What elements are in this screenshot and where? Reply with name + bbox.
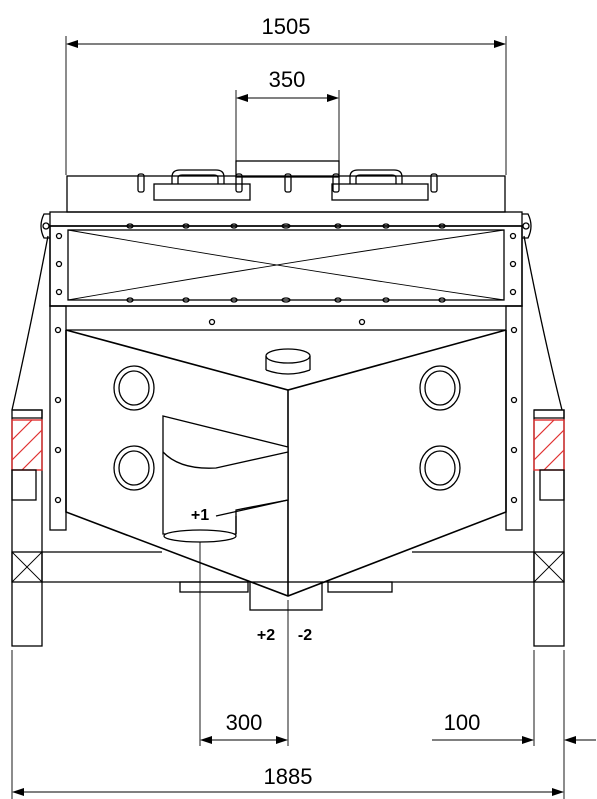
left-post <box>11 409 43 647</box>
upper-frame <box>40 211 532 307</box>
side-guards <box>11 235 563 411</box>
outlet-chute <box>162 415 289 543</box>
dimension-300: 300 <box>199 542 289 746</box>
hopper-body <box>49 305 523 597</box>
side-ports <box>113 365 461 491</box>
top-lid <box>66 160 506 213</box>
level-label-plus-two: +2 <box>257 627 275 644</box>
dimension-1505-label: 1505 <box>262 14 311 39</box>
dimension-300-label: 300 <box>226 710 263 735</box>
bolt-holes-top <box>55 223 517 303</box>
dimension-350-label: 350 <box>269 67 306 92</box>
dimension-350: 350 <box>235 67 340 162</box>
dimension-1885: 1885 <box>11 650 565 799</box>
level-label-minus-two: -2 <box>298 627 312 644</box>
dimension-100-label: 100 <box>444 710 481 735</box>
dimension-1885-label: 1885 <box>264 764 313 789</box>
dimension-1505: 1505 <box>65 14 507 175</box>
base-rails <box>42 551 534 611</box>
level-label-plus-one: +1 <box>191 507 209 524</box>
right-post <box>533 409 565 647</box>
dimension-100: 100 <box>432 650 596 746</box>
